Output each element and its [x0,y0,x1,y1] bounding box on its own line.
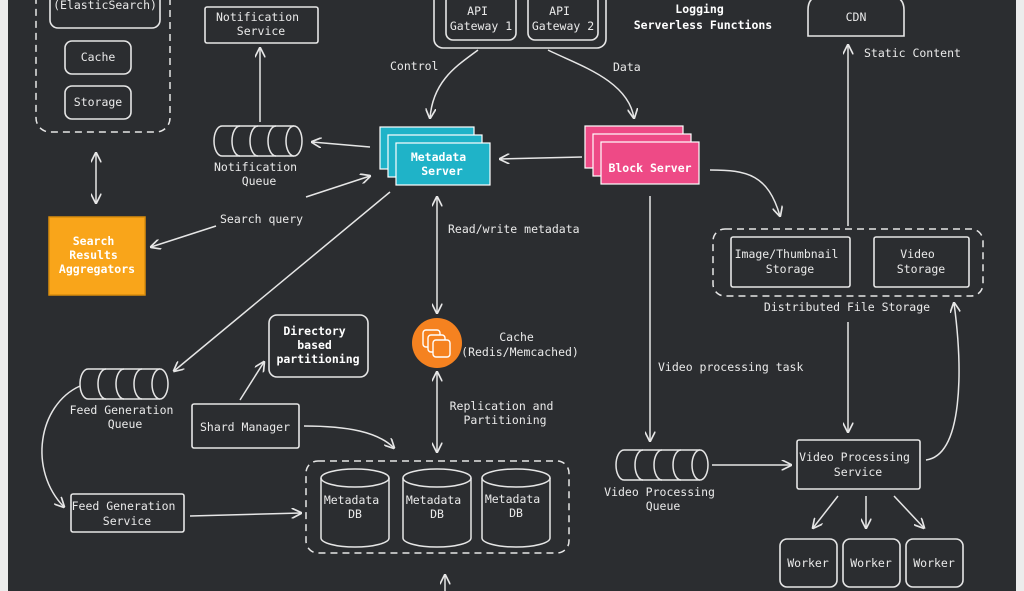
cdn-label: CDN [846,10,867,24]
metadata-db-3 [481,468,551,548]
cache-icon [412,318,462,368]
metadata-db-1-label: Metadata DB [324,493,386,521]
notification-service-label: Notification Service [216,10,306,38]
block-server-label: Block Server [608,161,691,175]
metadata-server [379,126,491,186]
metadata-db-2-label: Metadata DB [406,493,468,521]
notification-queue-icon [213,125,303,157]
metadata-db-1 [320,468,390,548]
search-aggregators-label: Search Results Aggregators [59,234,135,276]
feed-generation-queue-label: Feed Generation Queue [70,403,181,431]
video-storage-box [873,236,970,288]
video-processing-task-label: Video processing task [658,360,803,374]
api-gateway-group [433,0,607,49]
cluster-cache-box [64,40,132,75]
directory-partitioning-box [268,314,369,378]
directory-partitioning-label: Directory based partitioning [276,324,359,366]
worker-3-label: Worker [913,556,955,570]
search-query-label: Search query [220,212,303,226]
feed-generation-service-box [70,493,185,533]
cluster-cache-label: Cache [81,50,116,64]
connectors [41,45,959,591]
metadata-db-2 [402,468,472,548]
worker-3-box [905,538,964,588]
worker-2-label: Worker [850,556,892,570]
cluster-storage-box [64,85,132,120]
static-content-label: Static Content [864,46,961,60]
worker-1-label: Worker [787,556,829,570]
distributed-file-storage-label: Distributed File Storage [764,300,930,314]
read-write-metadata-label: Read/write metadata [448,222,580,236]
cluster-storage-label: Storage [74,95,123,109]
notification-queue-label: Notification Queue [214,160,304,188]
video-processing-queue-icon [615,449,709,481]
metadata-db-3-label: Metadata DB [485,492,547,520]
image-thumbnail-storage-label: Image/Thumbnail Storage [735,247,846,276]
cache-label: Cache (Redis/Memcached) [461,330,579,359]
video-processing-service-label: Video Processing Service [799,450,917,479]
search-results-aggregators [48,216,146,296]
worker-2-box [842,538,901,588]
metadata-db-group [305,460,570,554]
logging-label: Logging Serverless Functions [634,2,772,32]
distributed-file-storage-group [712,228,984,297]
elasticsearch-label: (ElasticSearch) [53,0,157,12]
architecture-diagram: (ElasticSearch) Cache Storage Search Res… [8,0,1016,591]
shard-manager-label: Shard Manager [200,420,290,434]
worker-1-box [779,538,838,588]
diagram-svg: (ElasticSearch) Cache Storage Search Res… [35,0,984,591]
search-cluster-group [35,0,171,133]
data-label: Data [613,60,641,74]
shard-manager-box [191,403,300,449]
api-gateway-1-box [445,0,517,41]
image-thumbnail-storage-box [730,236,851,288]
notification-service-box [204,6,319,44]
video-storage-label: Video Storage [897,247,946,276]
api-gateway-2-box [527,0,599,41]
replication-partitioning-label: Replication and Partitioning [450,399,561,427]
api-gateway-2-label: API Gateway 2 [532,4,594,33]
metadata-server-label: Metadata Server [411,150,473,178]
feed-generation-service-label: Feed Generation Service [72,499,183,528]
video-processing-service-box [796,439,921,490]
video-processing-queue-label: Video Processing Queue [604,485,722,513]
elasticsearch-box [49,0,161,29]
cdn-cloud-icon [807,0,905,37]
block-server [584,125,700,185]
api-gateway-1-label: API Gateway 1 [450,4,512,33]
feed-generation-queue-icon [79,368,169,400]
control-label: Control [390,59,438,73]
